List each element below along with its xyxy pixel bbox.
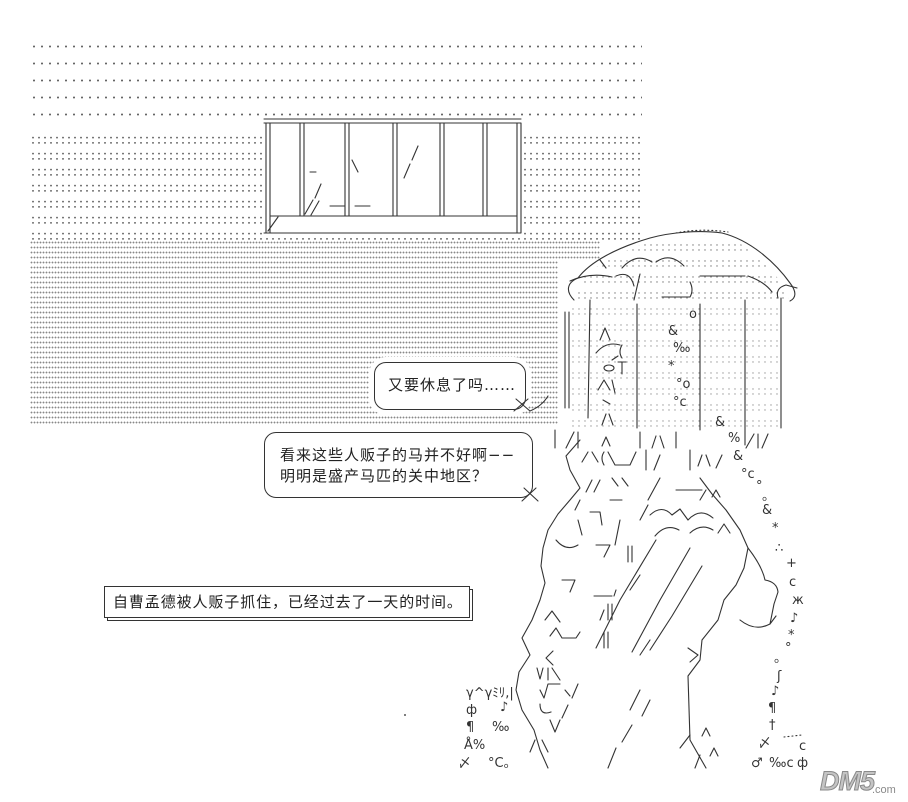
left-glyph-ef: ф <box>466 703 478 718</box>
speech-bubble-rest-line-1: 又要休息了吗…… <box>388 376 517 394</box>
right-glyph-3: * <box>668 359 675 374</box>
right-glyph-12: & <box>762 503 773 518</box>
speech-bubble-horses-line-2: 明明是盛产马匹的关中地区？ <box>280 467 489 485</box>
right-glyph-23: ♪ <box>771 684 780 699</box>
right-glyph-10: ° <box>756 479 763 494</box>
watermark-logo: DM5 <box>819 766 875 797</box>
background-line-texture-upper <box>30 240 600 260</box>
sleeve-folds <box>529 499 605 753</box>
right-glyph-15: + <box>786 556 797 571</box>
left-glyph-cluster: γ^γﾐﾘ,| <box>466 686 514 701</box>
right-glyph-9: °c <box>741 467 755 482</box>
left-glyph-note: ♪ <box>500 700 509 715</box>
hat-top-stitches <box>675 229 729 234</box>
left-glyph-permille: ‰ <box>492 720 510 735</box>
right-glyph-18: ♪ <box>790 611 799 626</box>
right-glyph-11: 。 <box>762 489 776 504</box>
right-glyph-26: 〆 <box>758 736 772 751</box>
right-glyph-29: ‰c <box>769 756 794 771</box>
left-glyph-shime: 〆 <box>458 756 472 771</box>
left-glyph-degree-c: °C。 <box>488 756 517 771</box>
rope-binding <box>649 489 731 537</box>
body-right-outline <box>687 477 749 769</box>
right-glyph-24: ¶ <box>768 701 777 716</box>
right-glyph-4: °o <box>676 377 691 392</box>
speech-bubble-rest: 又要休息了吗…… <box>374 362 526 410</box>
right-glyph-25: † <box>769 718 776 733</box>
right-glyph-6: & <box>715 415 726 430</box>
hat-folds <box>569 257 798 301</box>
hem-lines <box>607 647 719 769</box>
left-glyph-angstrom: Å% <box>464 738 486 753</box>
barred-window-backdrop <box>262 116 524 236</box>
right-glyph-5: °c <box>673 395 687 410</box>
hat-texture <box>574 234 789 300</box>
right-glyph-14: ∴ <box>775 541 784 556</box>
right-glyph-16: c <box>789 575 797 590</box>
robe-folds <box>577 477 703 656</box>
speech-bubble-horses: 看来这些人贩子的马并不好啊−− 明明是盛产马匹的关中地区？ <box>264 432 533 498</box>
right-glyph-0: o <box>689 307 697 322</box>
background-dot-texture <box>30 40 642 130</box>
hat-outline <box>567 231 796 302</box>
right-glyph-1: & <box>668 324 679 339</box>
speech-bubble-horses-line-1: 看来这些人贩子的马并不好啊−− <box>280 446 516 464</box>
watermark-domain: .com <box>872 784 896 796</box>
right-glyph-28: ♂ <box>751 756 763 771</box>
right-glyph-17: ж <box>792 593 804 608</box>
left-glyph-pilcrow: ¶ <box>466 720 475 735</box>
right-arm <box>739 547 779 628</box>
right-glyph-27: c <box>799 739 807 754</box>
right-glyph-8: & <box>733 449 744 464</box>
stray-dot <box>404 714 406 716</box>
right-glyph-2: ‰ <box>673 341 691 356</box>
right-glyph-13: * <box>772 521 779 536</box>
right-glyph-7: % <box>728 431 741 446</box>
right-glyph-20: ° <box>785 641 792 656</box>
face-features <box>595 327 627 426</box>
right-glyph-21: 。 <box>774 651 788 666</box>
narration-caption: 自曹孟德被人贩子抓住，已经过去了一天的时间。 <box>104 586 470 618</box>
rope-end-marks <box>783 734 803 738</box>
right-glyph-22: ʃ <box>777 669 782 684</box>
right-glyph-30: ф <box>797 756 809 771</box>
chest-details <box>581 449 723 493</box>
right-glyph-19: * <box>788 628 795 643</box>
